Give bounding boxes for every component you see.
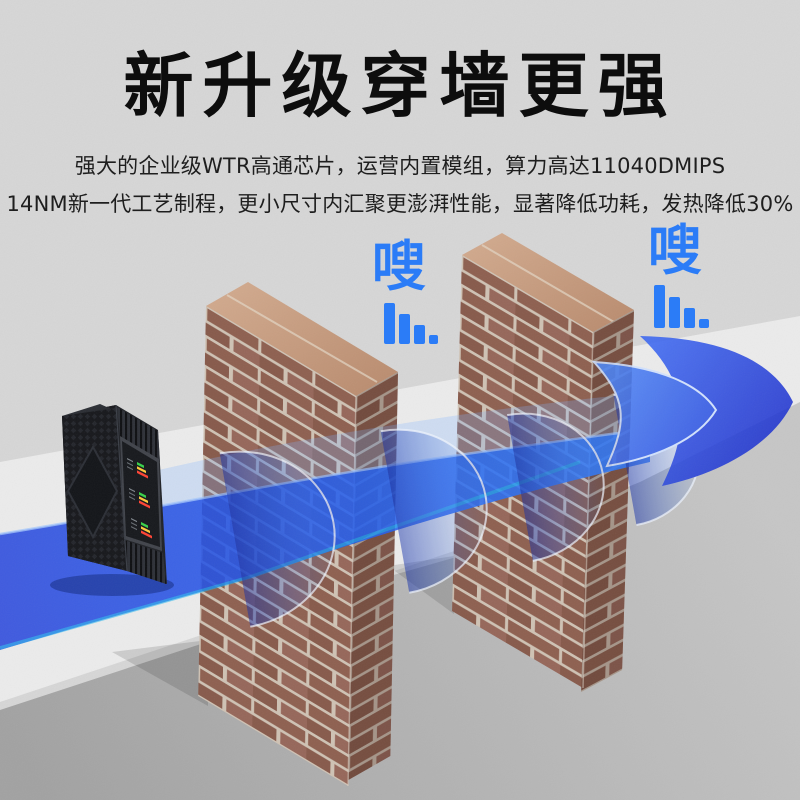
subtitle-line-1: 强大的企业级WTR高通芯片，运营内置模组，算力高达11040DMIPS [74, 154, 726, 178]
signal-bars-icon-2 [654, 285, 709, 328]
signal-bar [654, 285, 665, 328]
signal-bar [429, 335, 438, 344]
swoosh-label-1: 嗖 [372, 235, 426, 298]
signal-bar [699, 319, 709, 328]
subtitle-line-2: 14NM新一代工艺制程，更小尺寸内汇聚更澎湃性能，显著降低功耗，发热降低30% [6, 192, 794, 216]
signal-bar [669, 297, 680, 328]
signal-bar [399, 314, 410, 344]
page-title: 新升级穿墙更强 [123, 45, 677, 127]
signal-bar [414, 325, 425, 344]
swoosh-label-2: 嗖 [648, 219, 702, 282]
signal-bar [384, 303, 395, 344]
signal-bars-icon-1 [384, 303, 438, 344]
signal-bar [684, 308, 695, 328]
